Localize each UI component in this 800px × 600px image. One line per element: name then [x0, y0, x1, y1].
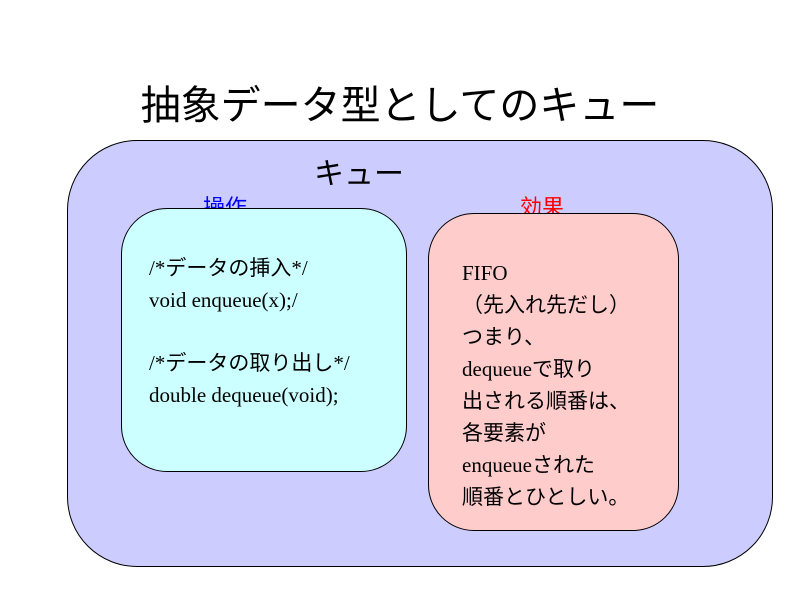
operations-line: /*データの取り出し*/ [149, 351, 350, 375]
effect-line: 出される順番は、 [462, 389, 630, 413]
operations-line: void enqueue(x);/ [149, 288, 298, 312]
operations-line: double dequeue(void); [149, 383, 339, 407]
effect-box [428, 213, 679, 531]
operations-box [121, 208, 407, 472]
queue-panel-label: キュー [314, 157, 404, 192]
effect-line: つまり、 [462, 325, 546, 349]
effect-line: （先入れ先だし） [462, 293, 630, 317]
effect-line: enqueueされた [462, 453, 595, 477]
effect-line: FIFO [462, 261, 508, 285]
effect-line: 順番とひとしい。 [462, 485, 630, 509]
effect-line: 各要素が [462, 421, 546, 445]
slide-title: 抽象データ型としてのキュー [140, 83, 660, 129]
effect-line: dequeueで取り [462, 357, 595, 381]
operations-line: /*データの挿入*/ [149, 256, 308, 280]
